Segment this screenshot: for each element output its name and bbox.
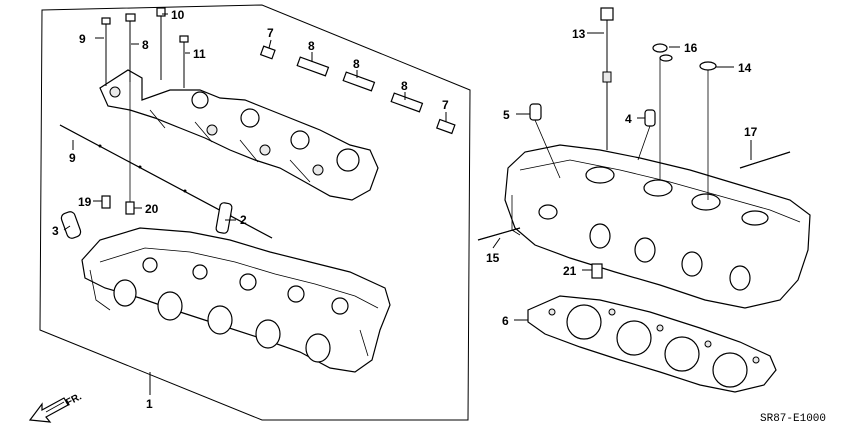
- callout-11: 9: [79, 32, 86, 46]
- callout-8c: 8: [401, 79, 408, 93]
- callout-8a: 8: [308, 39, 315, 53]
- callout-9: 9: [69, 151, 76, 165]
- callout-labels: 9 8 10 11 7 8 8 8 7 9 19 20 3 2 1 13 16 …: [52, 8, 758, 411]
- callout-6: 6: [502, 314, 509, 328]
- sealing-plug-2: [215, 202, 233, 234]
- rocker-arm-assembly: [99, 69, 379, 201]
- dowel-20: [125, 201, 135, 215]
- callout-4: 4: [625, 112, 632, 126]
- stud-18: [739, 151, 791, 169]
- callout-14: 10: [171, 8, 185, 22]
- callout-1: 1: [146, 397, 153, 411]
- dowel-21: [591, 263, 603, 279]
- direction-label: FR.: [64, 391, 84, 408]
- callout-19: 19: [78, 195, 92, 209]
- diagram-code: SR87-E1000: [760, 413, 826, 425]
- callout-3: 3: [52, 224, 59, 238]
- washer-17b: [659, 54, 673, 62]
- cylinder-head-left: [81, 227, 391, 373]
- callout-15: 15: [486, 251, 500, 265]
- bolt-10: [125, 13, 136, 210]
- callout-21: 21: [563, 264, 577, 278]
- callout-17: 16: [684, 41, 698, 55]
- callout-13: 13: [572, 27, 586, 41]
- callout-2: 2: [240, 213, 247, 227]
- head-gasket-6: [527, 295, 777, 393]
- washer-16: [699, 61, 717, 71]
- plug-4: [644, 109, 656, 127]
- dowel-19: [101, 195, 111, 209]
- dowel-pins: [259, 45, 456, 135]
- callout-7b: 7: [442, 98, 449, 112]
- callout-18: 17: [744, 125, 758, 139]
- bolt-14: [156, 7, 166, 80]
- callout-7a: 7: [267, 26, 274, 40]
- front-direction-arrow: FR.: [28, 391, 84, 423]
- assembly-group-frame: [39, 4, 471, 421]
- head-bolt-13: [600, 7, 614, 150]
- bolt-11: [101, 17, 111, 86]
- callout-5: 5: [503, 108, 510, 122]
- callout-10: 8: [142, 38, 149, 52]
- callout-16: 14: [738, 61, 752, 75]
- sealing-plug-3: [60, 211, 82, 239]
- cylinder-head-right: [504, 144, 811, 309]
- callout-20: 20: [145, 202, 159, 216]
- callout-12: 11: [193, 47, 206, 61]
- stud-15: [477, 227, 521, 241]
- bolt-12: [179, 35, 189, 88]
- washer-17: [652, 43, 668, 53]
- plug-5: [529, 103, 542, 121]
- callout-8b: 8: [353, 57, 360, 71]
- leader-lines: [63, 13, 752, 395]
